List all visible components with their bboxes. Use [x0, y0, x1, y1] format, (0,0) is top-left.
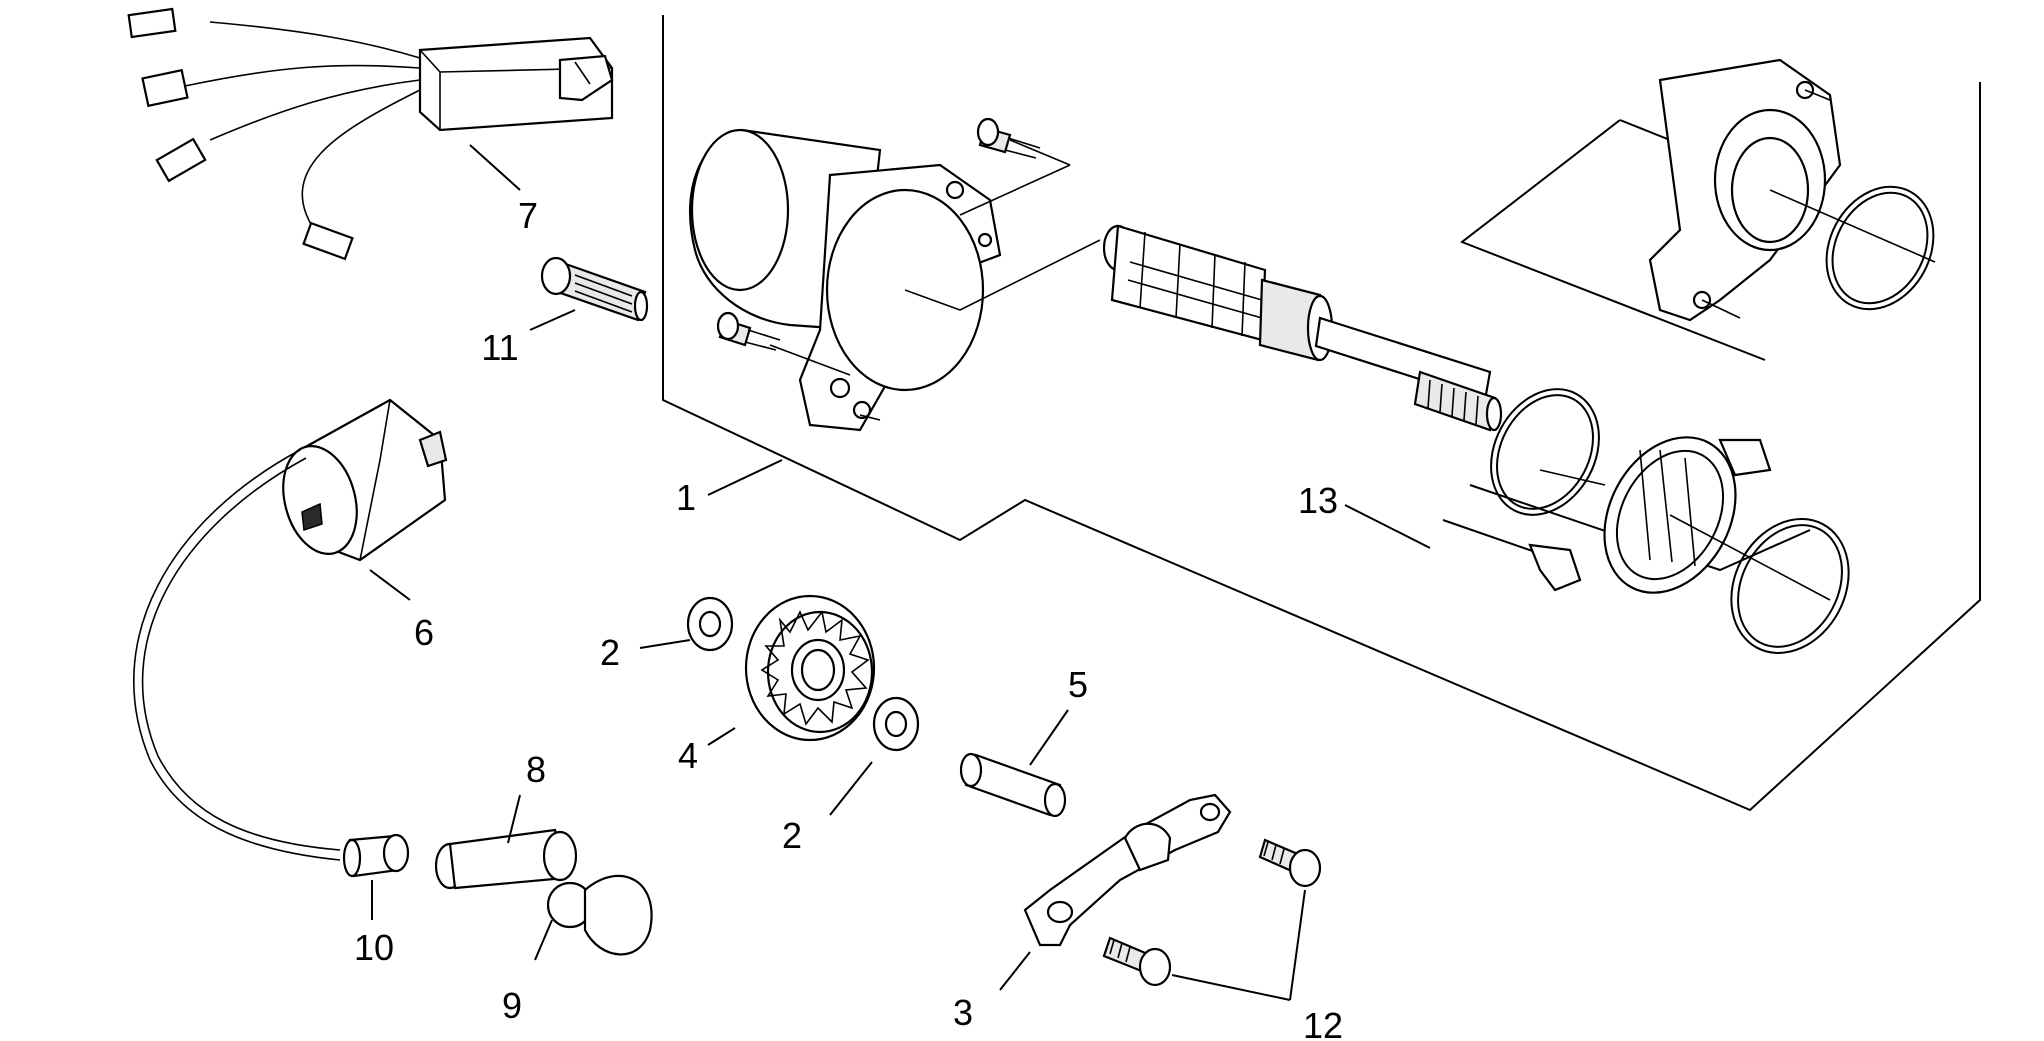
leader-1 [707, 459, 783, 496]
label-4: 4 [678, 735, 698, 776]
washer-upper-part [639, 596, 734, 652]
label-5: 5 [1068, 664, 1088, 705]
label-6: 6 [414, 612, 434, 653]
label-7: 7 [518, 195, 538, 236]
label-10: 10 [354, 927, 394, 968]
label-8: 8 [526, 749, 546, 790]
label-12: 12 [1303, 1005, 1343, 1041]
suppressor-part [342, 833, 410, 920]
label-11: 11 [481, 327, 518, 368]
label-1: 1 [676, 477, 696, 518]
ignition-coil-part [133, 398, 448, 861]
lever-plate-part [999, 793, 1232, 991]
bolts-part [1102, 838, 1322, 1001]
armature-part [1102, 224, 1503, 432]
label-2-upper: 2 [600, 632, 620, 673]
washer-lower-part [829, 696, 920, 816]
label-13: 13 [1298, 480, 1338, 521]
end-cap-part [1648, 58, 1936, 322]
shaft-sleeve-part [529, 256, 649, 331]
label-9: 9 [502, 985, 522, 1026]
starter-assembly-frame [662, 15, 1981, 812]
drive-gear-part [707, 594, 876, 746]
label-3: 3 [953, 992, 973, 1033]
motor-housing-part [688, 117, 1101, 432]
spark-plug-cap-part [434, 794, 653, 961]
cdi-unit-part [127, 7, 614, 261]
brush-holder-part [1490, 388, 1850, 654]
shaft-pin-part [959, 709, 1069, 818]
leader-13 [1344, 504, 1431, 549]
label-2-lower: 2 [782, 815, 802, 856]
